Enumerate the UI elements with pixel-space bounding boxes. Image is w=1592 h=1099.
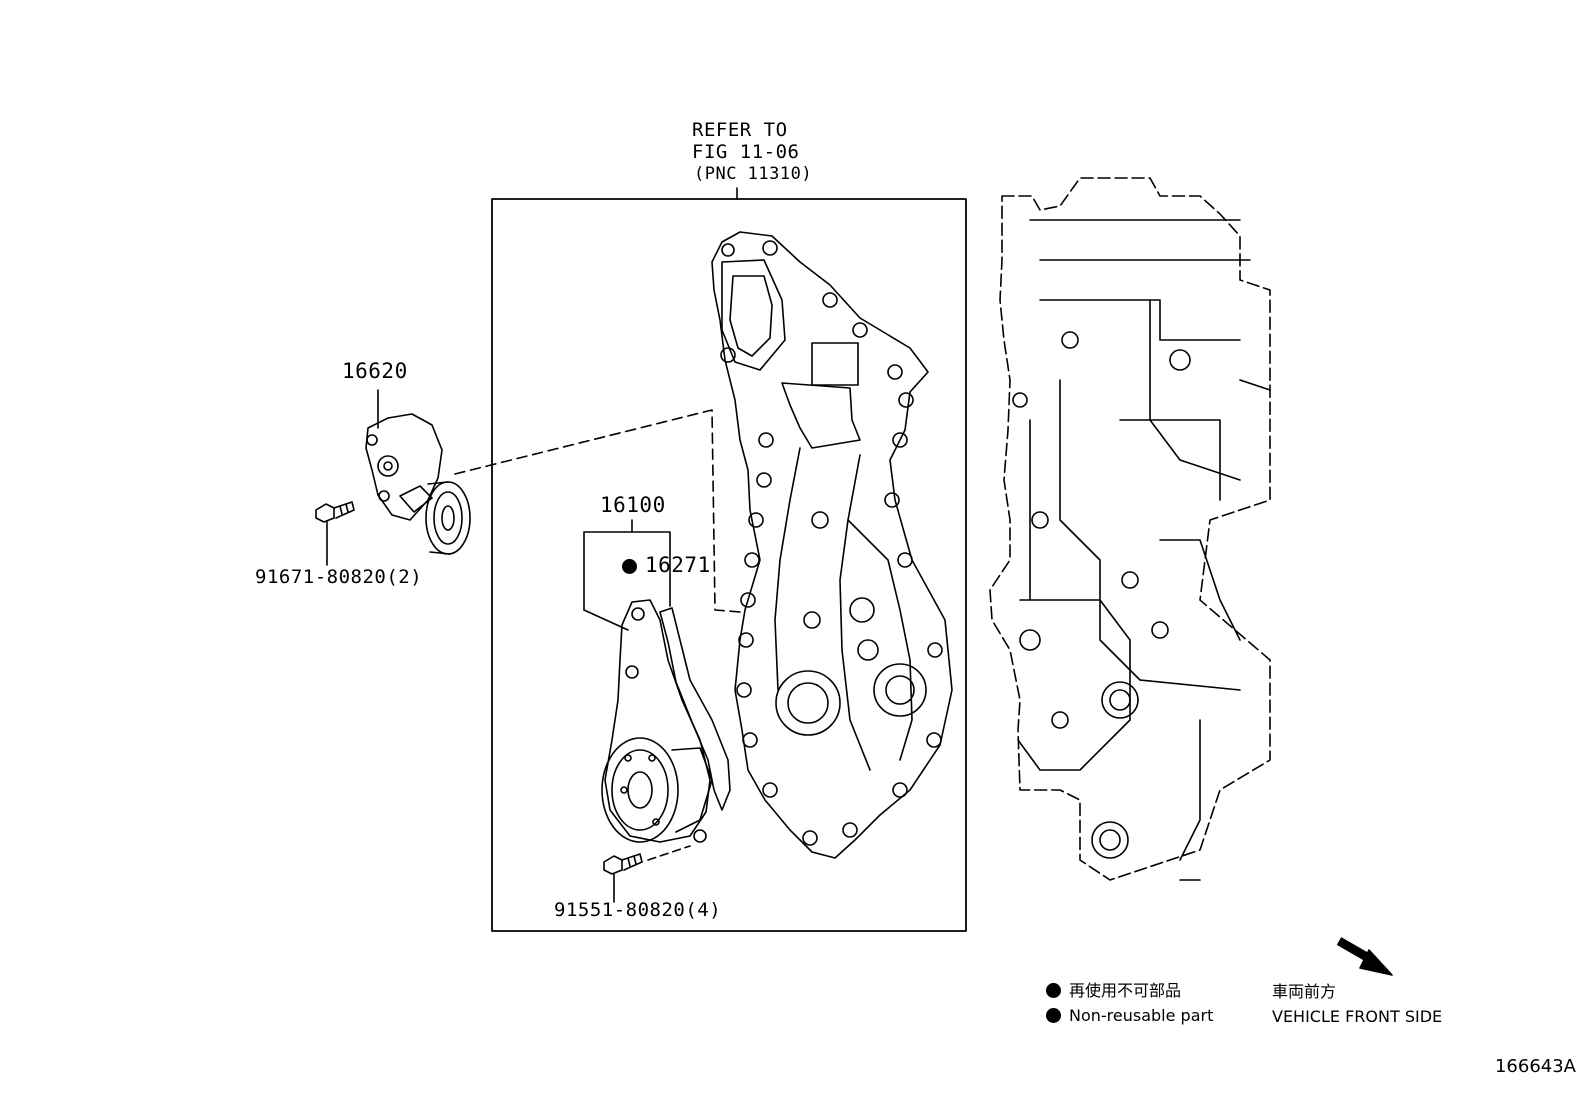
water-pump	[602, 600, 712, 842]
part-label-91671-80820[interactable]: 91671-80820(2)	[255, 566, 423, 588]
part-label-91551-80820[interactable]: 91551-80820(4)	[554, 899, 722, 921]
vehicle-front-arrow-icon	[1339, 941, 1392, 975]
refer-line-3: (PNC 11310)	[694, 164, 813, 184]
part-label-16100[interactable]: 16100	[600, 493, 666, 517]
part-label-16620[interactable]: 16620	[342, 359, 408, 383]
legend-nonreusable-jp-text: 再使用不可部品	[1069, 981, 1182, 1000]
part-label-16271-text: 16271	[645, 553, 711, 577]
legend-dot-icon	[1046, 1008, 1061, 1023]
legend-nonreusable-en: Non-reusable part	[1046, 1008, 1213, 1024]
timing-chain-cover	[712, 232, 952, 858]
legend-front-jp: 車両前方	[1272, 982, 1337, 1001]
refer-line-2: FIG 11-06	[692, 141, 800, 163]
belt-tensioner	[366, 414, 470, 554]
legend-nonreusable-en-text: Non-reusable part	[1069, 1006, 1214, 1025]
legend-front-en: VEHICLE FRONT SIDE	[1272, 1007, 1443, 1026]
pump-bolt	[604, 846, 690, 902]
tensioner-bolt	[316, 502, 354, 565]
non-reusable-dot-icon	[622, 559, 637, 574]
legend-dot-icon	[1046, 983, 1061, 998]
reference-frame	[492, 199, 966, 931]
refer-line-1: REFER TO	[692, 119, 788, 141]
engine-block	[990, 178, 1270, 880]
figure-id: 166643A	[1494, 1056, 1576, 1077]
bracket-16100	[584, 520, 670, 630]
water-pump-gasket	[660, 608, 730, 810]
tensioner-leader-dashed	[455, 410, 740, 612]
part-label-16271[interactable]: 16271	[622, 555, 711, 576]
legend-nonreusable-jp: 再使用不可部品	[1046, 983, 1181, 999]
